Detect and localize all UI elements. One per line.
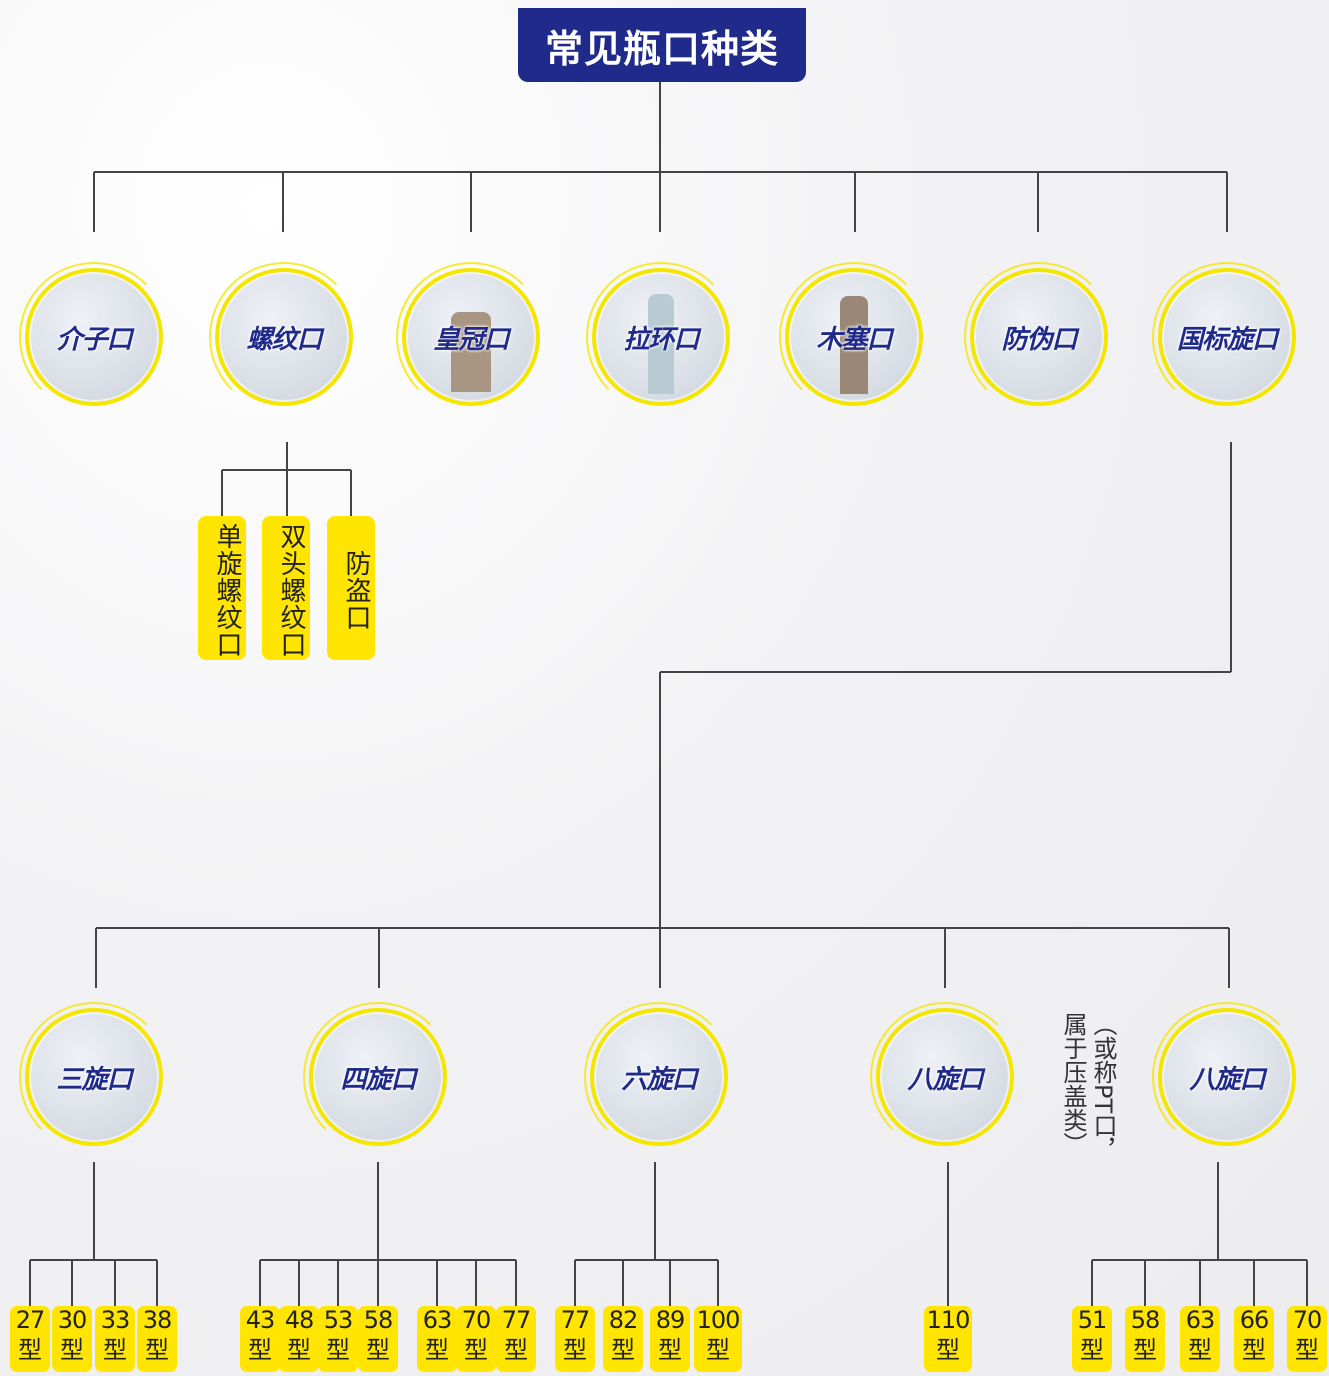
size-number: 70 [1292,1306,1323,1334]
bottle-neck-icon [840,296,868,394]
pt-note: （或称PT口，属于压盖类） [1059,1012,1117,1162]
node-three-twist: 三旋口 [19,1002,169,1152]
size-suffix: 型 [1295,1336,1319,1364]
size-suffix: 型 [287,1336,311,1364]
size-number: 51 [1077,1306,1108,1334]
size-number: 89 [655,1306,686,1334]
size-number: 77 [560,1306,591,1334]
node-label: 木塞口 [816,324,892,355]
node-jiezi-mouth: 介子口 [19,262,169,412]
size-suffix: 型 [145,1336,169,1364]
size-number: 33 [100,1306,131,1334]
size-suffix: 型 [504,1336,528,1364]
node-eight-twist-pt: 八旋口 [1152,1002,1302,1152]
bottle-neck-icon [451,312,491,392]
size-number: 30 [57,1306,88,1334]
node-six-twist: 六旋口 [584,1002,734,1152]
size-suffix: 型 [366,1336,390,1364]
size-suffix: 型 [706,1336,730,1364]
node-pull-ring-mouth: 拉环口 [586,262,736,412]
size-number: 58 [363,1306,394,1334]
node-label: 螺纹口 [246,324,322,355]
size-suffix: 型 [658,1336,682,1364]
node-label: 六旋口 [621,1064,697,1095]
node-cork-mouth: 木塞口 [779,262,929,412]
size-suffix: 型 [326,1336,350,1364]
node-label: 防伪口 [1001,324,1077,355]
size-suffix: 型 [464,1336,488,1364]
node-eight-twist: 八旋口 [870,1002,1020,1152]
node-label: 拉环口 [623,324,699,355]
size-suffix: 型 [1080,1336,1104,1364]
size-number: 48 [284,1306,315,1334]
size-suffix: 型 [936,1336,960,1364]
size-suffix: 型 [1133,1336,1157,1364]
subtype-single-screw: 单旋螺纹口 [198,516,246,660]
node-crown-mouth: 皇冠口 [396,262,546,412]
size-number: 58 [1130,1306,1161,1334]
size-suffix: 型 [60,1336,84,1364]
size-number: 43 [245,1306,276,1334]
node-label: 三旋口 [56,1064,132,1095]
node-four-twist: 四旋口 [303,1002,453,1152]
size-number: 70 [461,1306,492,1334]
size-number: 77 [501,1306,532,1334]
node-anti-counterfeit-mouth: 防伪口 [964,262,1114,412]
node-label: 介子口 [56,324,132,355]
size-number: 66 [1239,1306,1270,1334]
size-number: 38 [142,1306,173,1334]
size-number: 63 [422,1306,453,1334]
size-suffix: 型 [103,1336,127,1364]
node-label: 皇冠口 [433,324,509,355]
size-suffix: 型 [425,1336,449,1364]
size-number: 82 [608,1306,639,1334]
subtype-anti-theft: 防盗口 [327,516,375,660]
diagram-title: 常见瓶口种类 [518,8,806,82]
node-label: 八旋口 [907,1064,983,1095]
size-suffix: 型 [18,1336,42,1364]
node-label: 四旋口 [340,1064,416,1095]
size-number: 63 [1185,1306,1216,1334]
size-suffix: 型 [1242,1336,1266,1364]
size-suffix: 型 [1188,1336,1212,1364]
size-suffix: 型 [563,1336,587,1364]
bottle-neck-icon [648,294,674,394]
node-label: 八旋口 [1189,1064,1265,1095]
size-suffix: 型 [248,1336,272,1364]
node-screw-mouth: 螺纹口 [209,262,359,412]
size-number: 53 [323,1306,354,1334]
size-number: 100 [696,1306,741,1334]
size-number: 27 [15,1306,46,1334]
subtype-double-screw: 双头螺纹口 [262,516,310,660]
node-label: 国标旋口 [1176,324,1278,355]
size-number: 110 [926,1306,971,1334]
node-gb-twist-mouth: 国标旋口 [1152,262,1302,412]
size-suffix: 型 [611,1336,635,1364]
